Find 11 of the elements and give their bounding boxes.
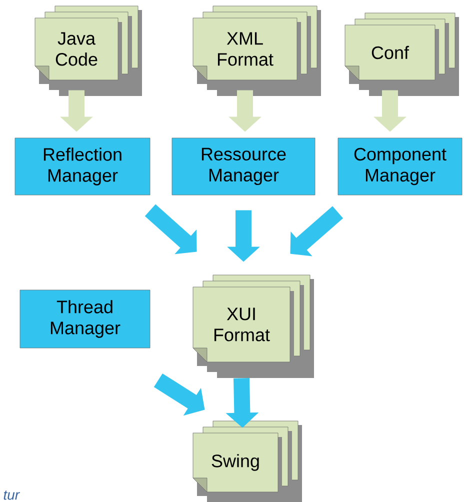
document-stack: Conf: [344, 12, 459, 96]
block-arrow: [290, 206, 344, 256]
manager-box: Reflection Manager: [14, 138, 150, 196]
manager-box: Component Manager: [338, 138, 462, 196]
document-stack: XML Format: [192, 6, 321, 96]
manager-box: Thread Manager: [20, 290, 150, 348]
document-stack: XUI Format: [192, 274, 314, 378]
document-stack: Swing: [192, 420, 302, 502]
manager-box: Ressource Manager: [172, 138, 316, 196]
document-stack: Java Code: [34, 6, 142, 96]
note-text: tur: [4, 490, 20, 500]
